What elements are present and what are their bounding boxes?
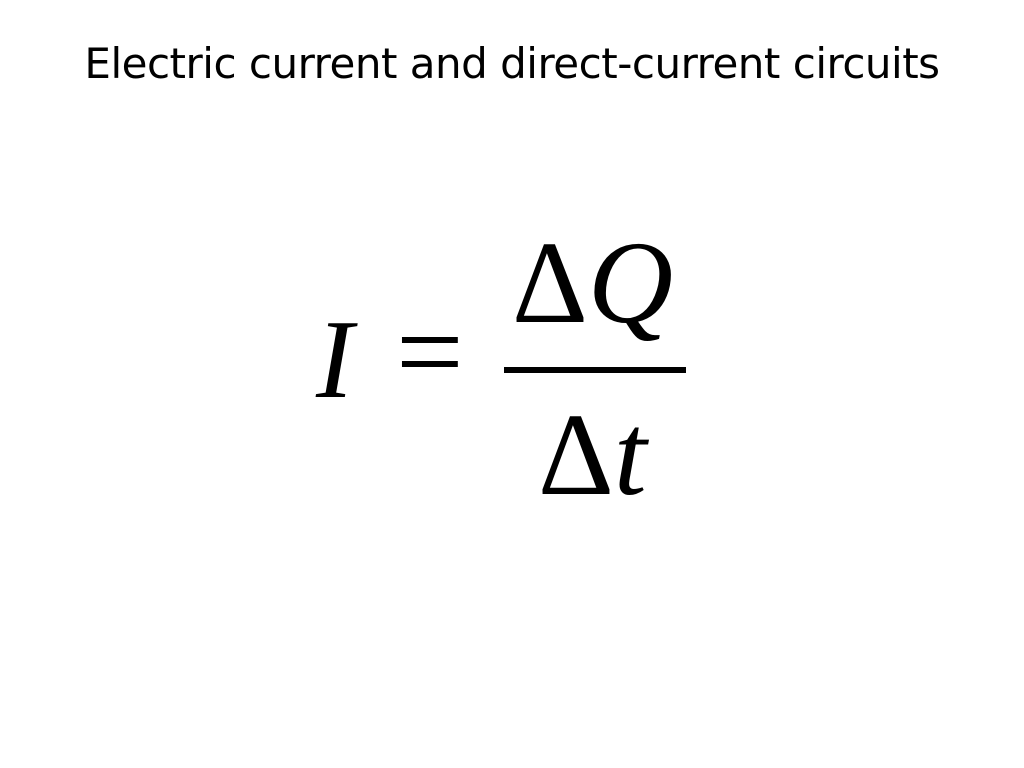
denominator-time-variable: t: [613, 389, 647, 520]
numerator-delta: Δ: [512, 217, 588, 348]
denominator-delta: Δ: [538, 389, 614, 520]
current-equation: I = ΔQ Δt: [300, 220, 720, 520]
equation-lhs-current: I: [316, 298, 354, 422]
equation-denominator: Δt: [538, 396, 647, 514]
numerator-charge-variable: Q: [587, 217, 674, 348]
equation-numerator: ΔQ: [512, 224, 673, 342]
slide-title: Electric current and direct-current circ…: [84, 39, 940, 88]
equals-sign: =: [396, 285, 464, 418]
fraction-bar: [504, 367, 686, 373]
